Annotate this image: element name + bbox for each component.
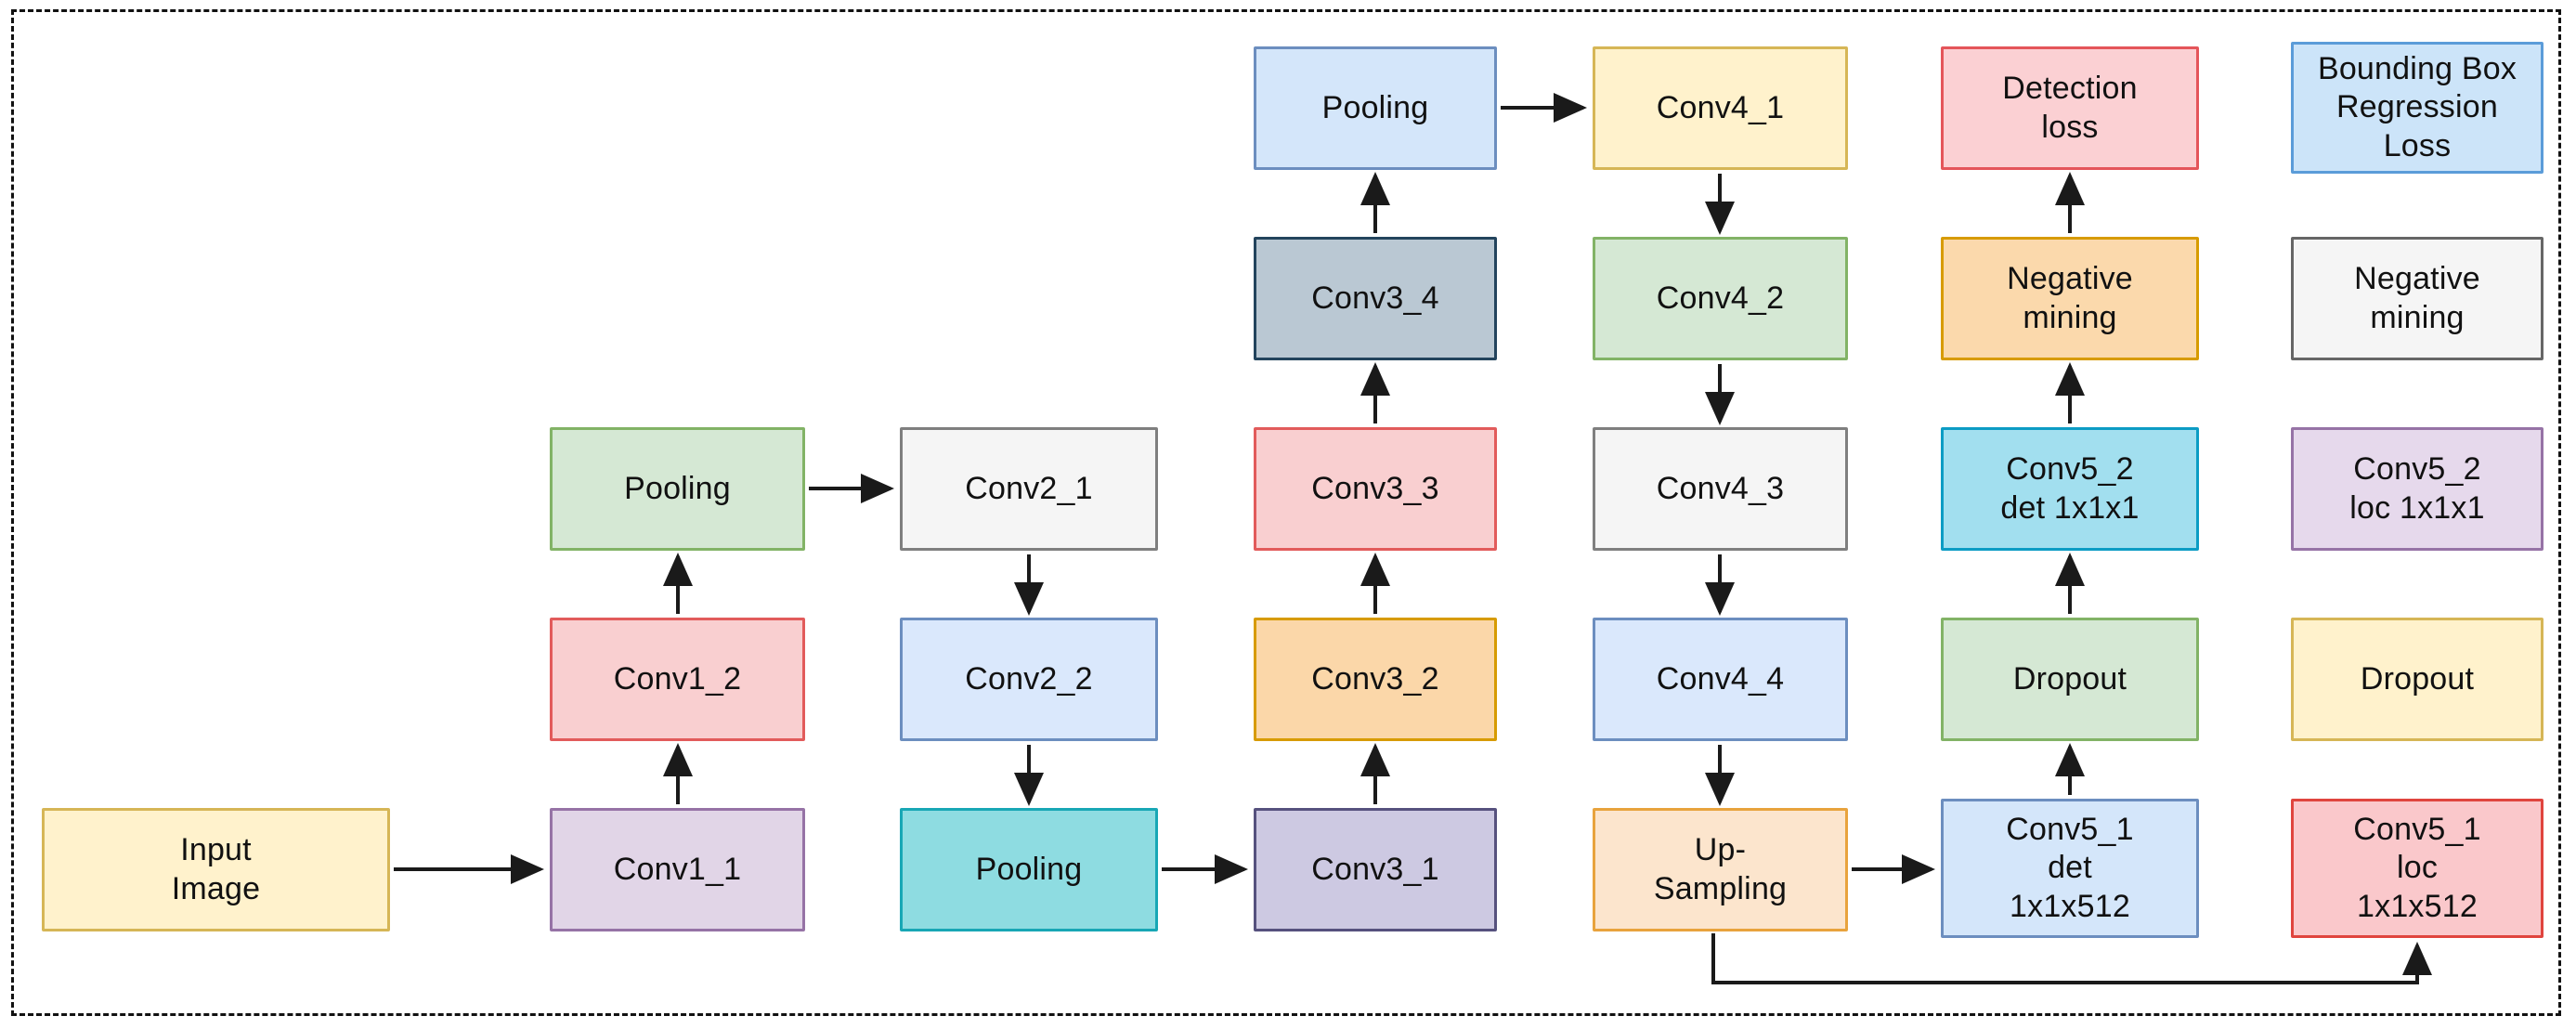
node-pooling-1: Pooling: [550, 427, 805, 551]
node-label: Detection loss: [2002, 71, 2138, 145]
node-up-sampling: Up- Sampling: [1593, 808, 1848, 931]
node-conv1_1: Conv1_1: [550, 808, 805, 931]
node-label: Conv5_1 det 1x1x512: [2006, 811, 2134, 924]
node-label: Conv2_1: [965, 470, 1093, 506]
node-label: Dropout: [2360, 660, 2475, 697]
node-conv3_2: Conv3_2: [1254, 618, 1497, 741]
node-label: Conv3_1: [1311, 851, 1439, 887]
node-conv3_1: Conv3_1: [1254, 808, 1497, 931]
node-label: Conv5_2 loc 1x1x1: [2349, 451, 2485, 526]
node-label: Conv5_1 loc 1x1x512: [2353, 811, 2481, 924]
node-conv2_2: Conv2_2: [900, 618, 1158, 741]
node-label: Pooling: [624, 470, 731, 506]
node-conv4_2: Conv4_2: [1593, 237, 1848, 360]
node-conv1_2: Conv1_2: [550, 618, 805, 741]
node-label: Input Image: [171, 832, 261, 906]
node-negative-mining-det: Negative mining: [1941, 237, 2199, 360]
node-conv4_4: Conv4_4: [1593, 618, 1848, 741]
node-label: Conv1_1: [613, 851, 742, 887]
node-conv5_1-det: Conv5_1 det 1x1x512: [1941, 799, 2199, 938]
node-conv4_3: Conv4_3: [1593, 427, 1848, 551]
node-label: Conv3_3: [1311, 470, 1439, 506]
node-label: Conv4_3: [1656, 470, 1785, 506]
node-dropout-loc: Dropout: [2291, 618, 2543, 741]
node-label: Dropout: [2012, 660, 2127, 697]
node-pooling-2: Pooling: [900, 808, 1158, 931]
node-conv4_1: Conv4_1: [1593, 46, 1848, 170]
node-input-image: Input Image: [42, 808, 390, 931]
node-label: Pooling: [975, 851, 1083, 887]
node-label: Conv4_1: [1656, 89, 1785, 125]
node-label: Conv3_2: [1311, 660, 1439, 697]
node-label: Conv1_2: [613, 660, 742, 697]
node-label: Conv3_4: [1311, 280, 1439, 316]
node-label: Bounding Box Regression Loss: [2317, 50, 2517, 163]
node-conv3_3: Conv3_3: [1254, 427, 1497, 551]
node-label: Pooling: [1321, 89, 1429, 125]
node-conv5_1-loc: Conv5_1 loc 1x1x512: [2291, 799, 2543, 938]
node-dropout-det: Dropout: [1941, 618, 2199, 741]
edge-up-sampling-to-conv5_1-loc: [1711, 933, 2432, 984]
node-conv5_2-loc: Conv5_2 loc 1x1x1: [2291, 427, 2543, 551]
node-bbox-regression-loss: Bounding Box Regression Loss: [2291, 42, 2543, 174]
node-detection-loss: Detection loss: [1941, 46, 2199, 170]
node-conv3_4: Conv3_4: [1254, 237, 1497, 360]
node-label: Conv4_4: [1656, 660, 1785, 697]
node-negative-mining-loc: Negative mining: [2291, 237, 2543, 360]
node-label: Negative mining: [2007, 261, 2133, 335]
node-label: Conv4_2: [1656, 280, 1785, 316]
node-pooling-3: Pooling: [1254, 46, 1497, 170]
node-label: Negative mining: [2354, 261, 2480, 335]
node-conv2_1: Conv2_1: [900, 427, 1158, 551]
node-label: Conv5_2 det 1x1x1: [2000, 451, 2140, 526]
node-label: Conv2_2: [965, 660, 1093, 697]
node-conv5_2-det: Conv5_2 det 1x1x1: [1941, 427, 2199, 551]
node-label: Up- Sampling: [1653, 832, 1788, 906]
